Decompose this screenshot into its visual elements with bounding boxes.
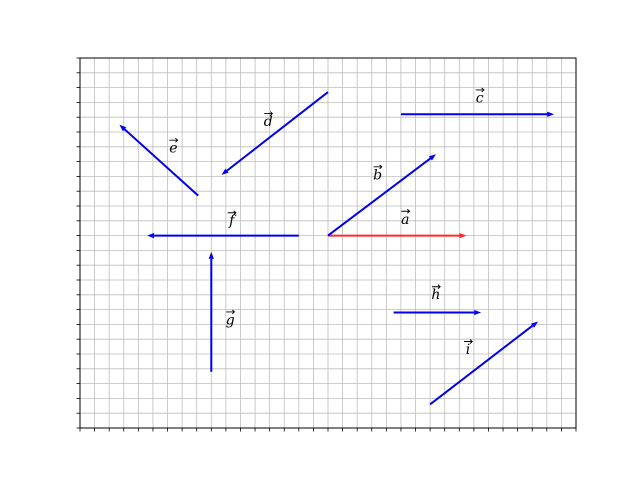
vector-b-arrowhead — [428, 154, 436, 161]
vector-i: i — [429, 321, 539, 406]
vector-b-label-arrow — [373, 164, 383, 170]
vector-g-arrowhead — [208, 251, 214, 259]
vector-f: f — [147, 210, 299, 239]
vector-g-label-arrow — [226, 309, 236, 315]
vector-d: d — [221, 91, 329, 175]
vector-g: g — [208, 251, 236, 372]
plot-frame — [79, 57, 577, 429]
vector-e-label: e — [169, 141, 177, 157]
vector-h-label: h — [431, 287, 440, 303]
vector-e-arrowhead — [119, 124, 127, 132]
vector-e: e — [119, 124, 199, 197]
vector-d-label-arrow — [264, 111, 274, 116]
vector-b: b — [327, 154, 436, 237]
vector-f-arrowhead — [147, 233, 155, 239]
vector-f-label-arrow — [227, 210, 237, 216]
vector-i-arrowhead — [530, 321, 539, 328]
vector-c-label-arrow — [475, 87, 485, 93]
vector-e-shaft — [123, 128, 199, 197]
vector-e-label-arrow — [169, 137, 179, 143]
vector-b-shaft — [327, 157, 431, 237]
vector-b-label: b — [373, 167, 382, 183]
vector-a-arrowhead — [459, 233, 467, 239]
vector-i-label: i — [466, 342, 470, 358]
vector-c: c — [400, 87, 555, 117]
vector-d-shaft — [226, 91, 329, 172]
vector-i-label-arrow — [464, 339, 473, 344]
vector-h-label-arrow — [431, 284, 441, 290]
vector-c-label: c — [476, 90, 484, 106]
vector-f-label: f — [228, 213, 237, 229]
vector-g-label: g — [226, 312, 235, 328]
vector-h-arrowhead — [474, 309, 482, 316]
vector-a-label: a — [401, 212, 409, 228]
vector-i-shaft — [429, 324, 534, 406]
vector-a-label-arrow — [401, 208, 411, 214]
vector-h: h — [393, 284, 482, 316]
vector-d-arrowhead — [221, 168, 229, 175]
vector-a: a — [328, 208, 467, 239]
vectors: a b c d e f g h i — [119, 87, 555, 406]
vector-d-label: d — [264, 114, 273, 130]
vector-c-arrowhead — [547, 111, 555, 117]
axis-ticks — [76, 57, 577, 432]
